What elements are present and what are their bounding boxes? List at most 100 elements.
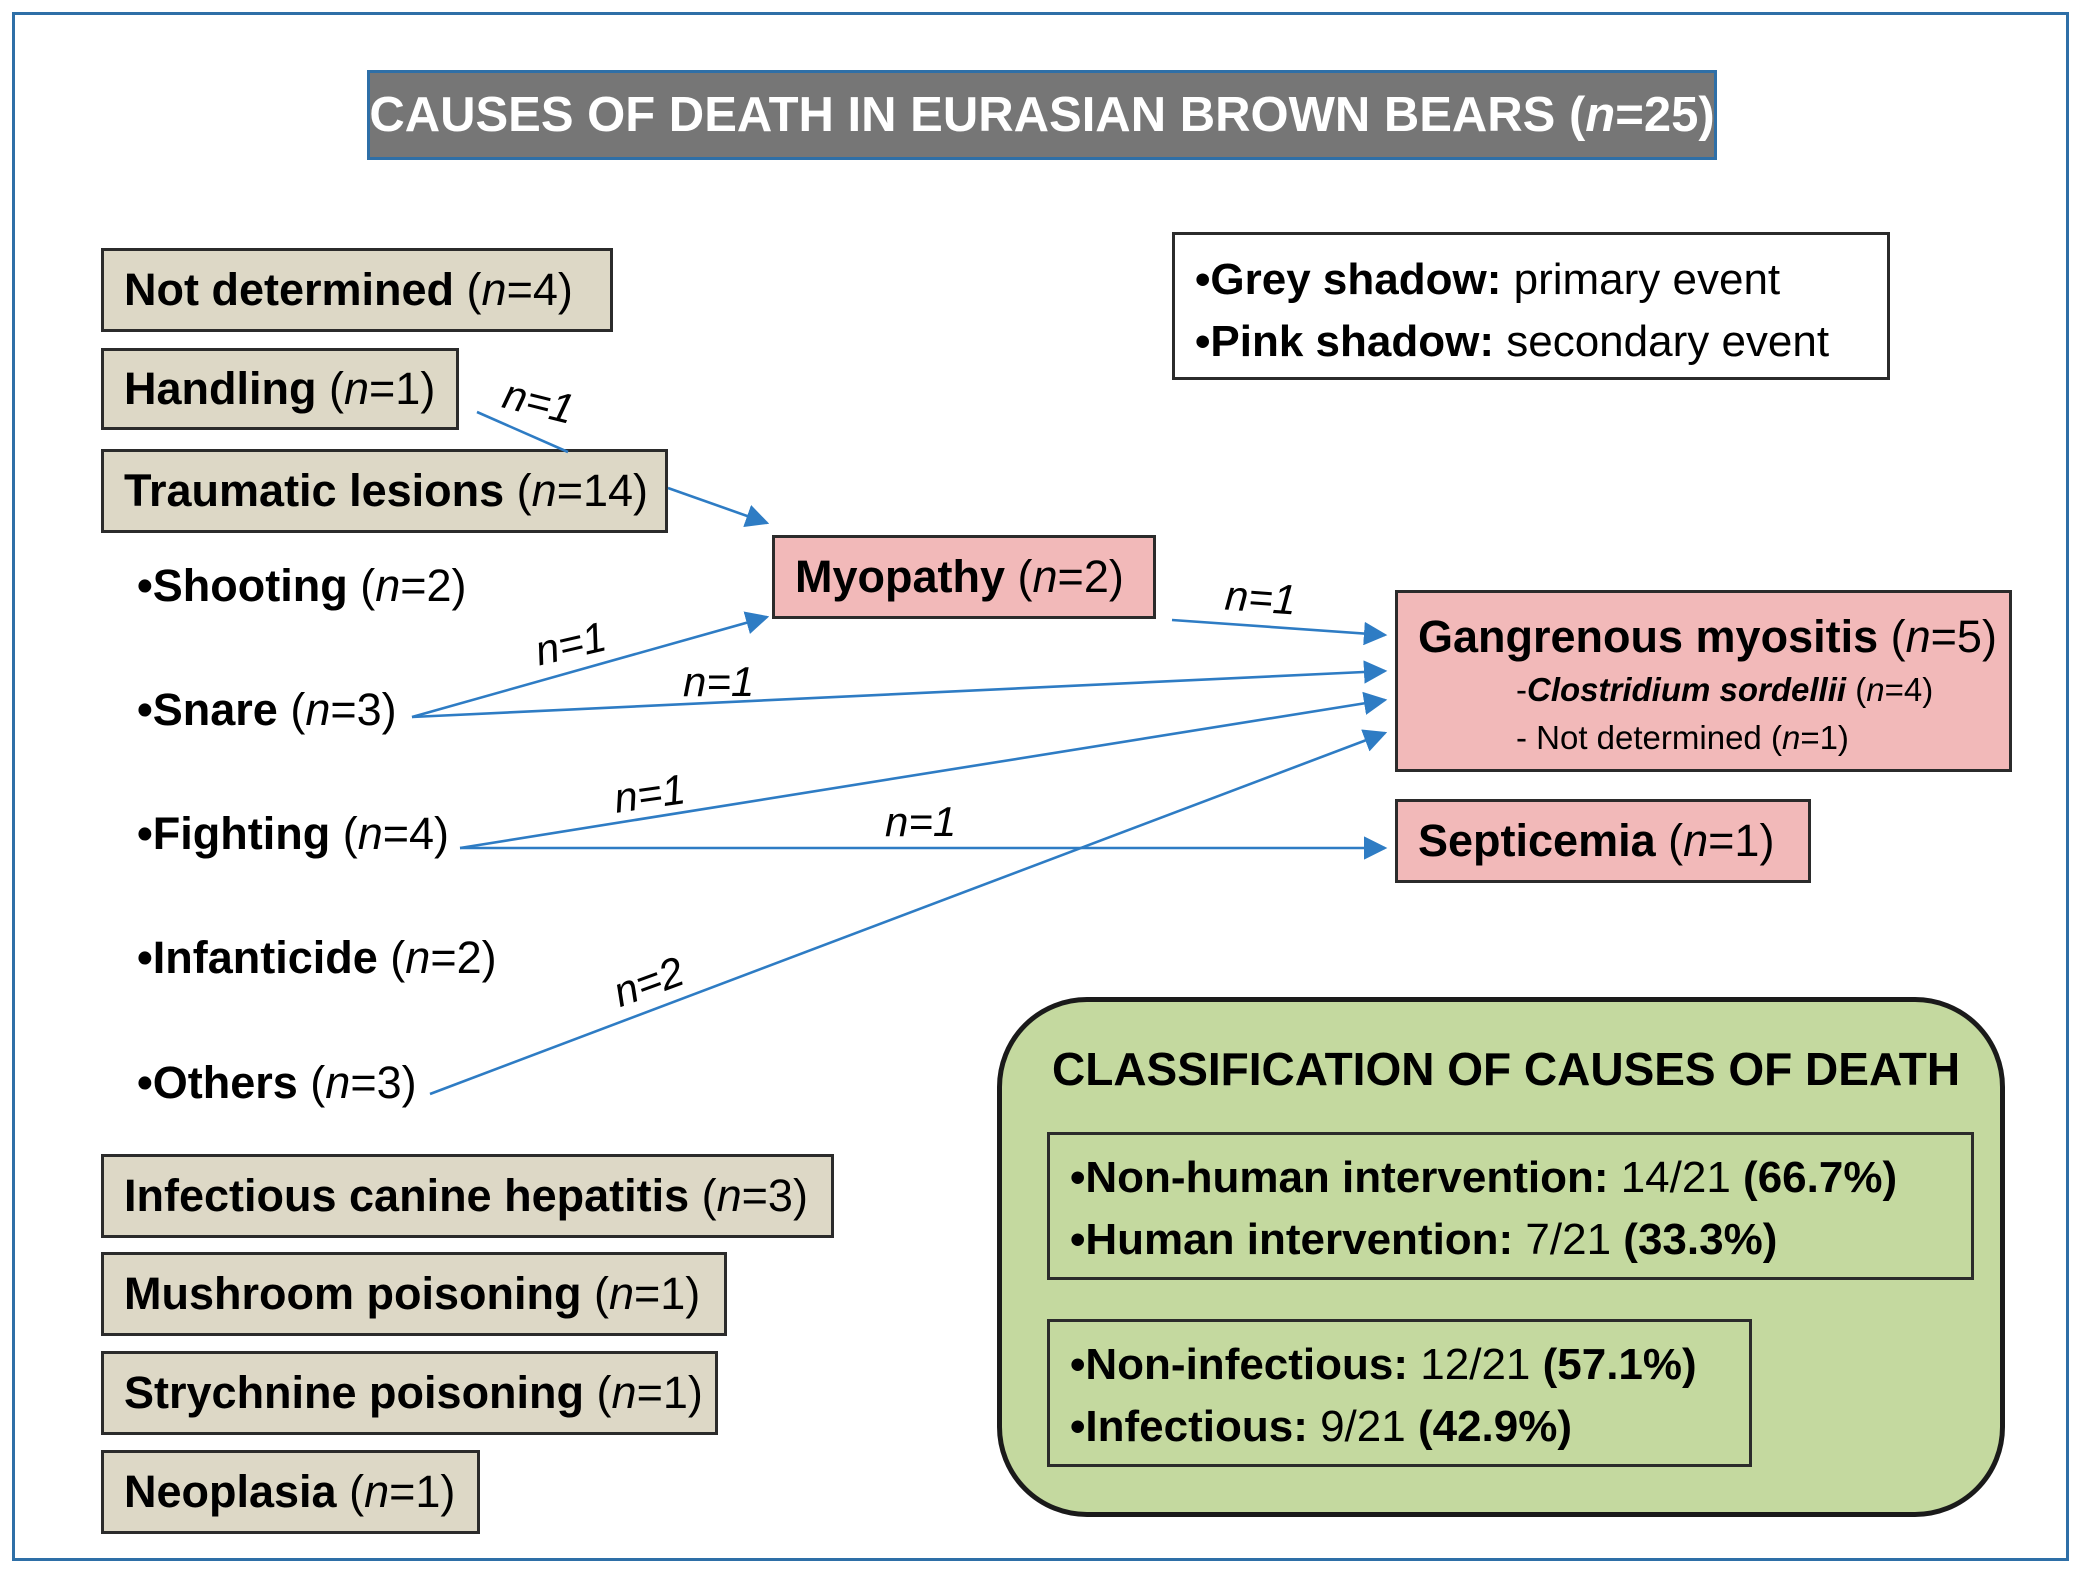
n-symbol: n (1866, 671, 1885, 708)
box-myopathy: Myopathy (n=2) (772, 535, 1156, 619)
subtype-count: =2) (430, 932, 497, 983)
sub-count: =4) (1884, 671, 1934, 708)
subtype-label: •Infanticide (137, 932, 378, 983)
arrow-handling-to-myopathy (476, 410, 569, 454)
row-key: •Non-human intervention: (1070, 1153, 1609, 1202)
legend-value: secondary event (1494, 317, 1830, 366)
row-fraction: 14/21 (1608, 1153, 1744, 1202)
sub-name: Clostridium sordellii (1527, 671, 1847, 708)
classification-group-infectious: •Non-infectious: 12/21 (57.1%) •Infectio… (1047, 1319, 1752, 1467)
sub-dash: - (1516, 671, 1527, 708)
box-gangrenous-myositis: Gangrenous myositis (n=5) -Clostridium s… (1395, 590, 2012, 772)
box-label: Infectious canine hepatitis (124, 1170, 690, 1221)
subtype-label: •Shooting (137, 560, 348, 611)
subtype-snare: •Snare (n=3) (137, 684, 397, 735)
title-n: n (1585, 88, 1616, 142)
box-mushroom-poisoning: Mushroom poisoning (n=1) (101, 1252, 727, 1336)
box-label: Strychnine poisoning (124, 1367, 585, 1418)
legend-key: •Pink shadow: (1195, 317, 1494, 366)
n-symbol: n (375, 560, 401, 611)
box-label: Myopathy (795, 551, 1006, 602)
box-not-determined: Not determined (n=4) (101, 248, 613, 332)
subtype-others: •Others (n=3) (137, 1057, 417, 1108)
n-symbol: n (611, 1367, 637, 1418)
row-fraction: 12/21 (1408, 1340, 1543, 1389)
box-neoplasia: Neoplasia (n=1) (101, 1450, 480, 1534)
label-myopathy-gangrenous: n=1 (1223, 571, 1298, 624)
box-count: =1) (636, 1367, 703, 1418)
figure-title: CAUSES OF DEATH IN EURASIAN BROWN BEARS … (367, 70, 1717, 160)
row-key: •Non-infectious: (1070, 1340, 1409, 1389)
arrow-others-to-gangrenous (429, 729, 1388, 1096)
label-fighting-gangrenous: n=1 (611, 765, 689, 822)
box-label: Handling (124, 363, 317, 414)
row-percent: (57.1%) (1542, 1340, 1697, 1389)
arrow-fighting-to-gangrenous (459, 691, 1388, 850)
box-count: =14) (556, 465, 649, 516)
classification-row: •Non-infectious: 12/21 (57.1%) (1070, 1334, 1749, 1396)
row-percent: (42.9%) (1417, 1402, 1573, 1451)
gangrenous-heading: Gangrenous myositis (n=5) (1418, 611, 1997, 662)
box-handling: Handling (n=1) (101, 348, 459, 430)
row-key: •Human intervention: (1070, 1215, 1514, 1264)
row-percent: (66.7%) (1743, 1153, 1898, 1202)
subtype-count: =3) (350, 1057, 417, 1108)
arrow-myopathy-to-gangrenous (1171, 618, 1388, 646)
subtype-label: •Others (137, 1057, 298, 1108)
n-symbol: n (343, 363, 370, 414)
n-symbol: n (1032, 551, 1058, 602)
n-symbol: n (1905, 611, 1931, 662)
sub-name: - Not determined (1516, 719, 1762, 756)
n-symbol: n (1683, 815, 1709, 866)
label-fighting-septicemia: n=1 (885, 798, 957, 845)
box-count: =4) (506, 264, 573, 315)
box-count: =2) (1057, 551, 1124, 602)
classification-title: CLASSIFICATION OF CAUSES OF DEATH (1052, 1043, 1961, 1095)
subtype-count: =3) (330, 684, 397, 735)
sub-count: =1) (1800, 719, 1849, 756)
figure-frame (12, 12, 2069, 1561)
subtype-count: =4) (382, 808, 450, 859)
box-count: =1) (389, 1466, 456, 1517)
title-suffix: =25) (1615, 88, 1715, 142)
classification-row: •Human intervention: 7/21 (33.3%) (1070, 1209, 1971, 1271)
legend-value: primary event (1501, 255, 1781, 304)
box-label: Mushroom poisoning (124, 1268, 582, 1319)
box-traumatic-lesions: Traumatic lesions (n=14) (101, 449, 668, 533)
classification-row: •Non-human intervention: 14/21 (66.7%) (1070, 1147, 1971, 1209)
arrow-snare-to-gangrenous (411, 660, 1388, 719)
row-key: •Infectious: (1070, 1402, 1308, 1451)
gangrenous-sub-clostridium: -Clostridium sordellii (n=4) (1516, 671, 1934, 708)
subtype-fighting: •Fighting (n=4) (137, 808, 450, 859)
subtype-count: =2) (400, 560, 467, 611)
box-count: =5) (1930, 611, 1997, 662)
box-label: Traumatic lesions (124, 465, 505, 516)
label-snare-gangrenous: n=1 (683, 658, 755, 705)
box-strychnine-poisoning: Strychnine poisoning (n=1) (101, 1351, 718, 1435)
n-symbol: n (405, 932, 431, 983)
legend-key: •Grey shadow: (1195, 255, 1502, 304)
legend-grey: •Grey shadow: primary event (1195, 249, 1887, 311)
subtype-shooting: •Shooting (n=2) (137, 560, 467, 611)
gangrenous-sub-not-determined: - Not determined (n=1) (1516, 719, 1849, 756)
legend-box: •Grey shadow: primary event •Pink shadow… (1172, 232, 1890, 380)
box-septicemia: Septicemia (n=1) (1395, 799, 1811, 883)
n-symbol: n (531, 465, 557, 516)
arrow-trauma-to-myopathy (667, 486, 770, 528)
box-label: Septicemia (1418, 815, 1656, 866)
box-count: =1) (633, 1268, 701, 1319)
box-count: =1) (1708, 815, 1775, 866)
n-symbol: n (1781, 719, 1801, 756)
legend-pink: •Pink shadow: secondary event (1195, 311, 1887, 373)
subtype-infanticide: •Infanticide (n=2) (137, 932, 497, 983)
n-symbol: n (325, 1057, 351, 1108)
classification-panel: CLASSIFICATION OF CAUSES OF DEATH •Non-h… (997, 997, 2005, 1517)
box-infectious-canine-hepatitis: Infectious canine hepatitis (n=3) (101, 1154, 834, 1238)
n-symbol: n (364, 1466, 390, 1517)
n-symbol: n (608, 1268, 634, 1319)
classification-row: •Infectious: 9/21 (42.9%) (1070, 1396, 1749, 1458)
n-symbol: n (357, 808, 383, 859)
n-symbol: n (481, 264, 507, 315)
arrow-snare-to-myopathy (411, 611, 770, 719)
